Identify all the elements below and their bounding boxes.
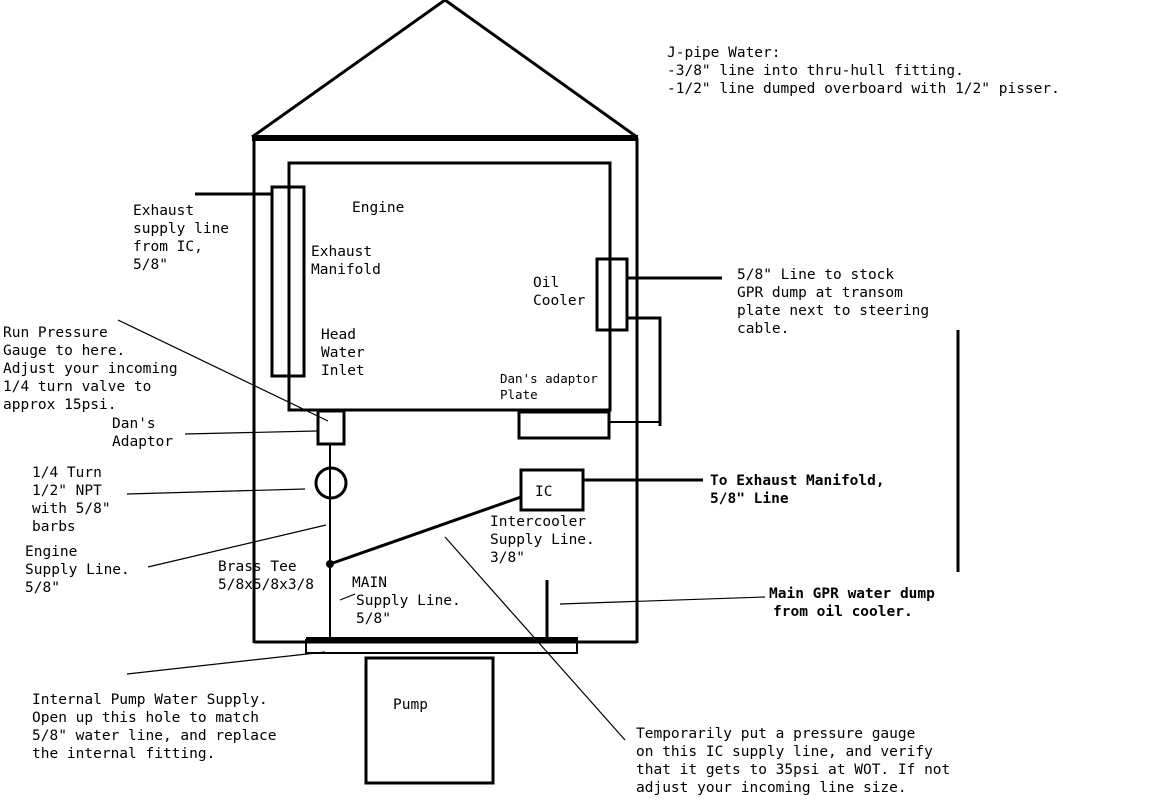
label-brass-tee: Brass Tee 5/8x5/8x3/8 [218,559,314,593]
svg-text:5/8": 5/8" [25,580,60,596]
label-stock-dump-line: 5/8" Line to stock GPR dump at transom p… [737,267,929,337]
svg-text:Open up this hole to match: Open up this hole to match [32,710,259,726]
svg-text:IC: IC [535,484,552,500]
label-head-water-inlet: Head Water Inlet [321,327,365,379]
svg-text:Dan's: Dan's [112,416,156,432]
svg-text:adjust your incoming line size: adjust your incoming line size. [636,780,907,796]
label-internal-pump-supply: Internal Pump Water Supply. Open up this… [32,692,276,762]
svg-text:3/8": 3/8" [490,550,525,566]
svg-text:approx 15psi.: approx 15psi. [3,397,117,413]
svg-text:Plate: Plate [500,387,538,402]
intercooler [519,468,585,512]
svg-text:Internal Pump Water Supply.: Internal Pump Water Supply. [32,692,268,708]
svg-text:from oil cooler.: from oil cooler. [773,604,913,620]
label-engine-supply-line: Engine Supply Line. 5/8" [25,544,130,596]
svg-text:-1/2" line dumped overboard wi: -1/2" line dumped overboard with 1/2" pi… [667,81,1060,97]
svg-text:that it gets to 35psi at WOT.: that it gets to 35psi at WOT. If not [636,762,950,778]
svg-text:Engine: Engine [25,544,77,560]
label-dans-adaptor: Dan's Adaptor [112,416,173,450]
oil-cooler-return-line [627,316,662,426]
svg-text:5/8" water line, and replace: 5/8" water line, and replace [32,728,276,744]
label-ic: IC [535,484,552,500]
engine-block [287,161,612,412]
pump-body [364,656,495,785]
svg-text:Supply Line.: Supply Line. [25,562,130,578]
svg-text:5/8" Line to stock: 5/8" Line to stock [737,267,894,283]
label-main-gpr-dump: Main GPR water dump from oil cooler. [769,586,935,620]
svg-text:Engine: Engine [352,200,404,216]
svg-text:from IC,: from IC, [133,239,203,255]
svg-text:Exhaust: Exhaust [311,244,372,260]
label-dans-adaptor-plate: Dan's adaptor Plate [500,371,598,402]
svg-text:5/8x5/8x3/8: 5/8x5/8x3/8 [218,577,314,593]
label-run-pressure-gauge: Run Pressure Gauge to here. Adjust your … [3,325,178,413]
svg-text:Adjust your incoming: Adjust your incoming [3,361,178,377]
svg-text:Exhaust: Exhaust [133,203,194,219]
label-main-supply-line: MAIN Supply Line. 5/8" [352,575,461,627]
label-to-exhaust-manifold: To Exhaust Manifold, 5/8" Line [710,473,885,507]
svg-text:Run Pressure: Run Pressure [3,325,108,341]
label-temporary-pressure-gauge: Temporarily put a pressure gauge on this… [636,726,950,796]
svg-text:Adaptor: Adaptor [112,434,173,450]
svg-text:-3/8" line into thru-hull fitt: -3/8" line into thru-hull fitting. [667,63,964,79]
svg-text:Supply Line.: Supply Line. [490,532,595,548]
svg-text:Manifold: Manifold [311,262,381,278]
svg-text:To Exhaust Manifold,: To Exhaust Manifold, [710,473,885,489]
quarter-turn-valve [314,466,348,500]
svg-text:Gauge to here.: Gauge to here. [3,343,125,359]
svg-text:supply line: supply line [133,221,229,237]
leader-lines [117,319,766,741]
svg-text:GPR dump at transom: GPR dump at transom [737,285,903,301]
svg-text:plate next to steering: plate next to steering [737,303,929,319]
svg-text:Inlet: Inlet [321,363,365,379]
svg-text:5/8": 5/8" [133,257,168,273]
svg-text:MAIN: MAIN [352,575,387,591]
dans-adaptor-plate [517,410,611,440]
svg-text:on this IC supply line, and ve: on this IC supply line, and verify [636,744,933,760]
svg-text:Water: Water [321,345,365,361]
svg-text:J-pipe Water:: J-pipe Water: [667,45,781,61]
exhaust-manifold [270,185,306,378]
svg-text:with 5/8": with 5/8" [32,501,111,517]
label-intercooler-supply-line: Intercooler Supply Line. 3/8" [490,514,595,566]
svg-text:barbs: barbs [32,519,76,535]
oil-cooler [595,257,629,332]
svg-text:Supply Line.: Supply Line. [356,593,461,609]
svg-text:1/4 Turn: 1/4 Turn [32,465,102,481]
label-quarter-turn-valve: 1/4 Turn 1/2" NPT with 5/8" barbs [32,465,111,535]
svg-text:Head: Head [321,327,356,343]
svg-text:Main GPR water dump: Main GPR water dump [769,586,935,602]
intercooler-supply-line [329,495,522,566]
svg-text:Oil: Oil [533,275,559,291]
svg-text:5/8": 5/8" [356,611,391,627]
svg-text:cable.: cable. [737,321,789,337]
label-oil-cooler: Oil Cooler [533,275,586,309]
svg-text:5/8" Line: 5/8" Line [710,491,789,507]
label-engine: Engine [352,200,404,216]
svg-text:Pump: Pump [393,697,428,713]
svg-text:the internal fitting.: the internal fitting. [32,746,215,762]
svg-text:Temporarily put a pressure gau: Temporarily put a pressure gauge [636,726,915,742]
svg-text:1/2" NPT: 1/2" NPT [32,483,102,499]
label-exhaust-manifold: Exhaust Manifold [311,244,381,278]
svg-text:Cooler: Cooler [533,293,586,309]
label-pump: Pump [393,697,428,713]
dans-adaptor [316,409,346,446]
label-jpipe-water: J-pipe Water: -3/8" line into thru-hull … [667,45,1060,97]
label-exhaust-supply-line: Exhaust supply line from IC, 5/8" [133,203,229,273]
svg-text:1/4 turn valve to: 1/4 turn valve to [3,379,151,395]
svg-text:Brass Tee: Brass Tee [218,559,297,575]
svg-text:Dan's adaptor: Dan's adaptor [500,371,598,386]
svg-text:Intercooler: Intercooler [490,514,586,530]
